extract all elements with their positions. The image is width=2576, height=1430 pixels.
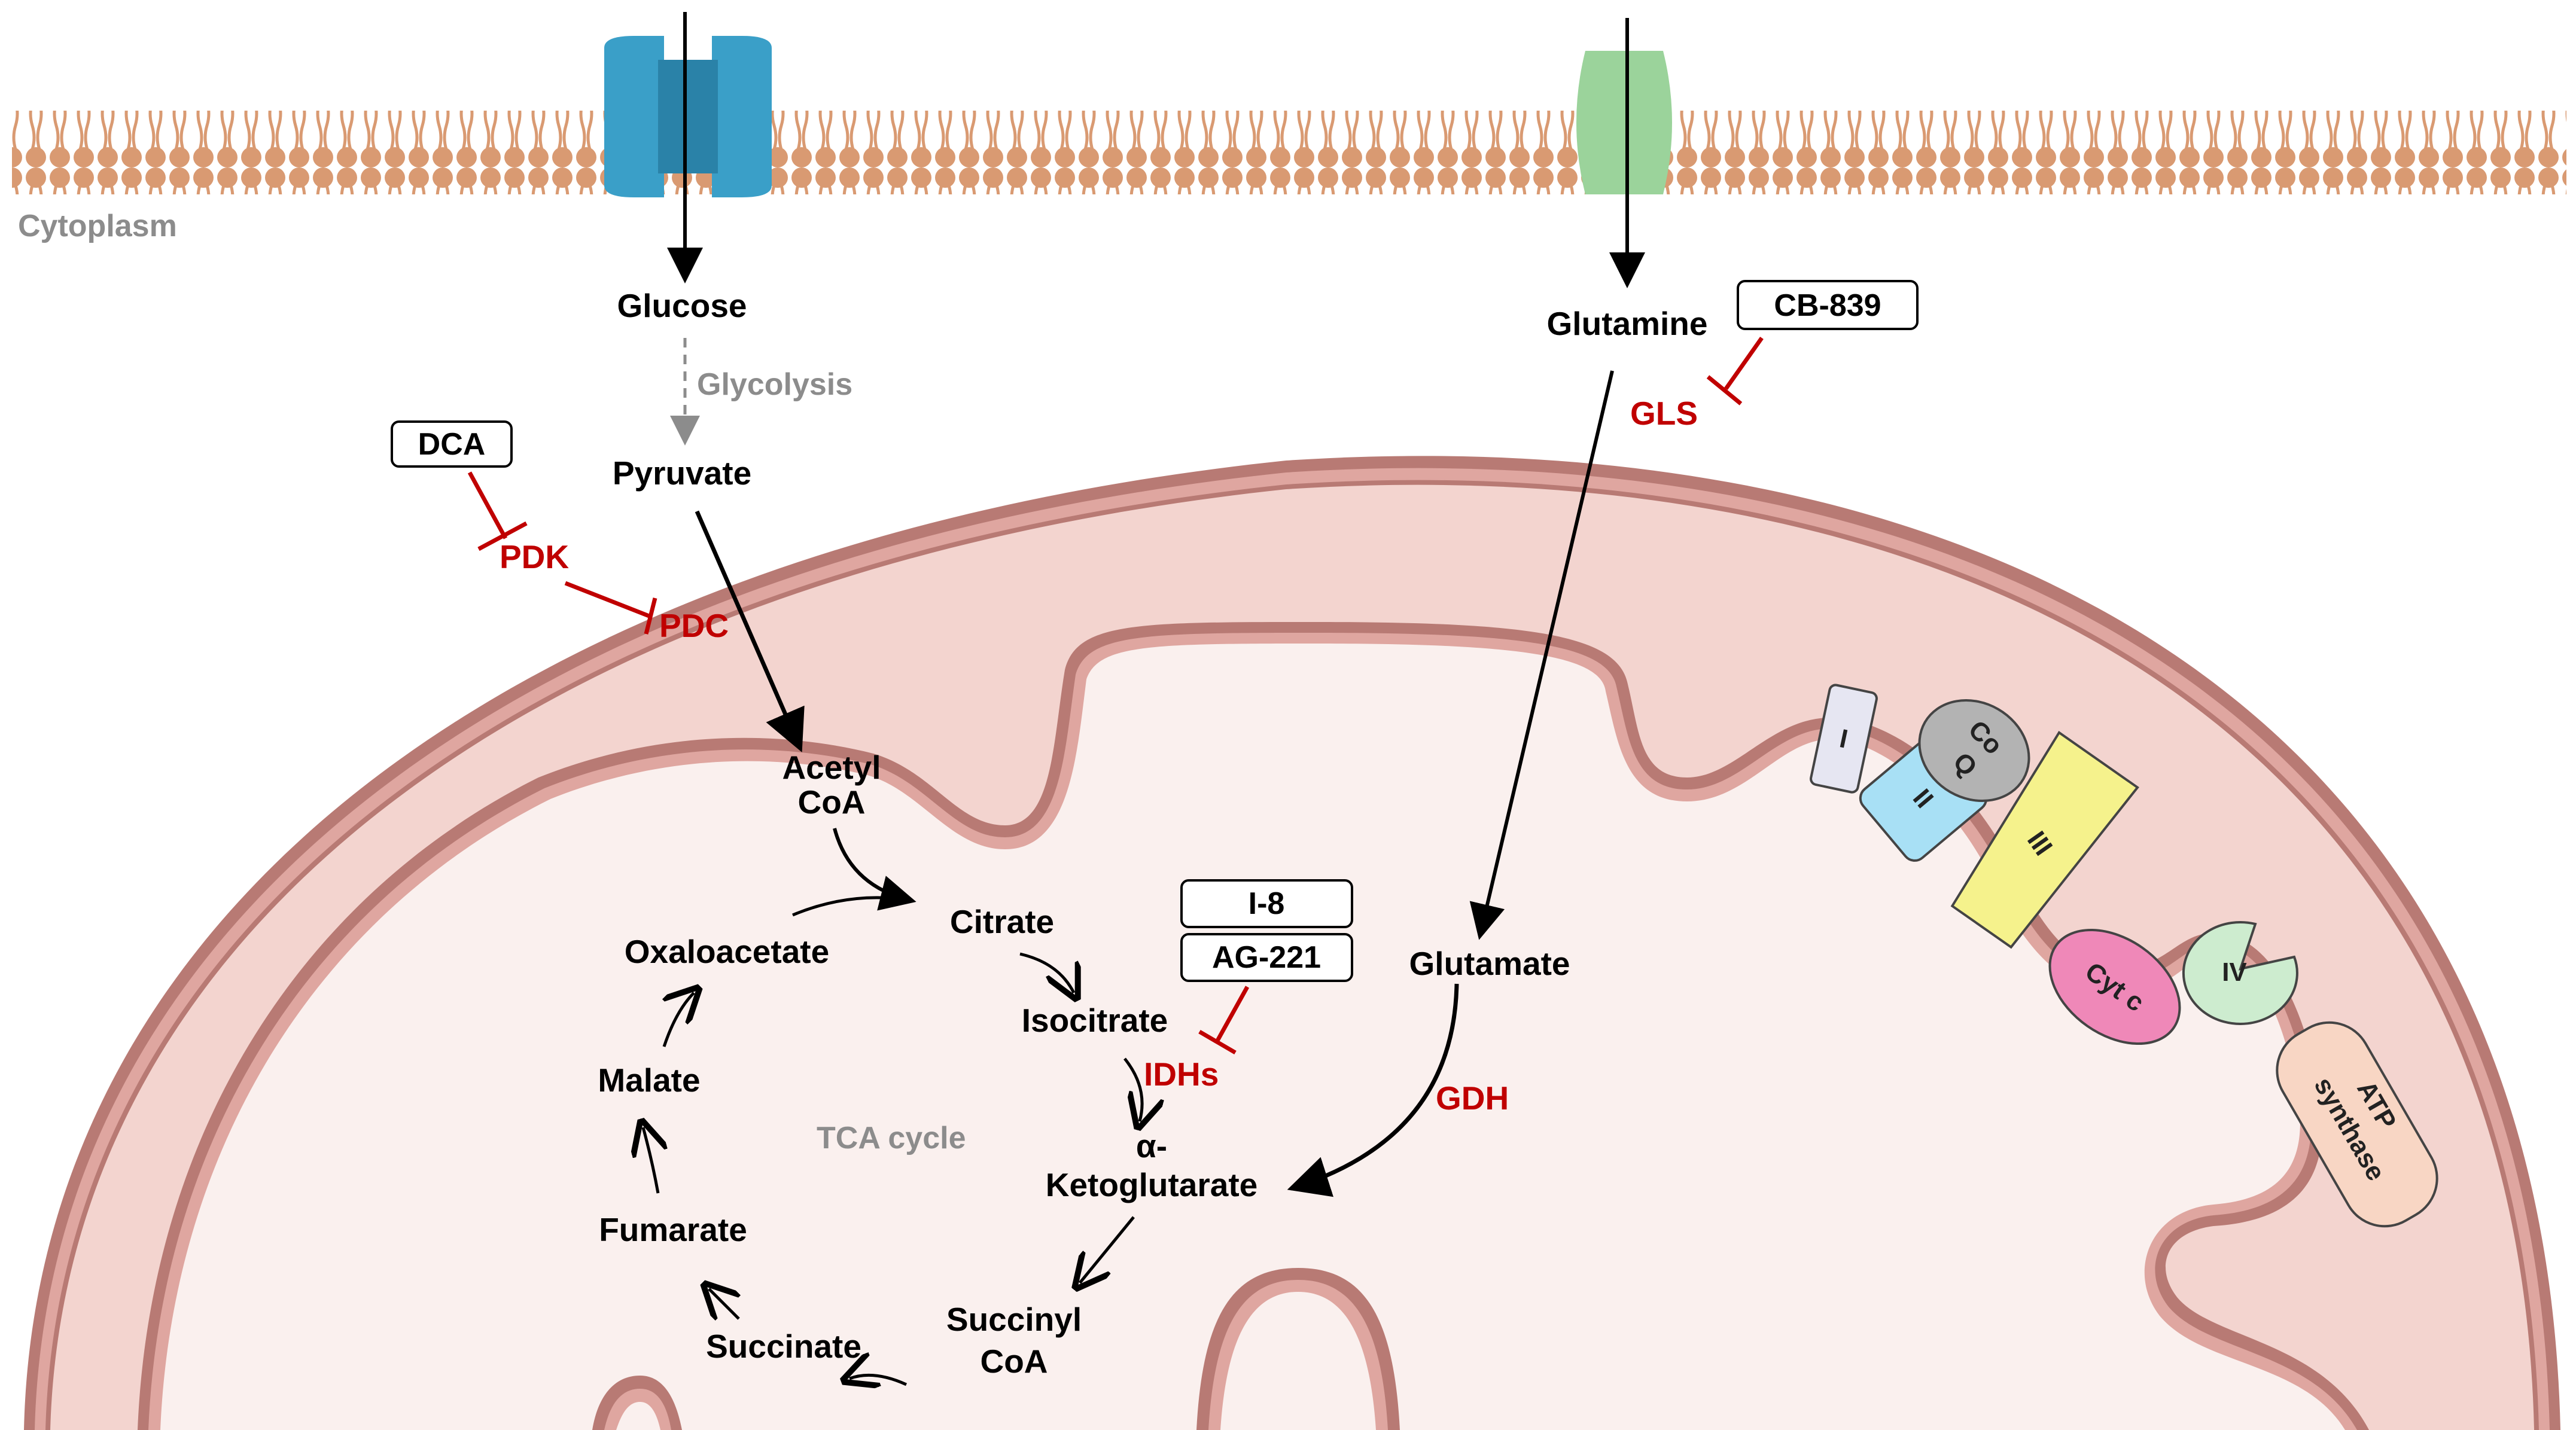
i8-ag221-inhibit-idhs [1215,986,1250,1042]
complex-IV-label: IV [2222,958,2247,987]
succinate-to-fumarate-arrow [709,1289,739,1319]
akg-label-2: Ketoglutarate [1046,1166,1258,1203]
gdh-label: GDH [1436,1080,1509,1117]
pyruvate-label: Pyruvate [613,455,751,492]
glutamate-to-akg-arrow [1287,983,1459,1197]
citrate-to-isocitrate-arrow [1019,952,1074,993]
malate-to-oaa-arrow [664,993,694,1047]
ag221-box [1180,933,1353,982]
pdk-label: PDK [500,538,569,575]
succinate-label: Succinate [706,1328,861,1365]
pyruvate-to-acetylcoa-arrow [695,510,805,752]
acetyl-coa-label-1: Acetyl [782,749,881,786]
mitochondrial-matrix [160,644,2345,1430]
dca-inhibits-pdk [467,471,508,539]
oaa-to-citrate-arrow [792,896,910,917]
succinylcoa-to-succinate-arrow [849,1375,908,1385]
tca-cycle-label: TCA cycle [817,1121,966,1155]
malate-label: Malate [598,1062,700,1099]
glucose-transporter [604,36,772,197]
i8-label: I-8 [1249,886,1285,921]
oxaloacetate-label: Oxaloacetate [625,933,829,970]
cytochrome-c [2048,928,2181,1045]
complex-III [1950,731,2139,949]
cb839-box [1737,280,1919,330]
glucose-label: Glucose [617,287,747,324]
cytoplasm-label: Cytoplasm [18,209,177,243]
pdc-label: PDC [659,607,729,644]
akg-label-1: α- [1136,1127,1167,1164]
pdk-inhibits-pdc [564,581,650,618]
fumarate-to-malate-arrow [643,1127,658,1194]
atp-synthase [2276,1021,2438,1228]
cb839-inhibits-gls [1724,336,1764,391]
acetylcoa-to-citrate-arrow [833,828,916,911]
glutamine-transporter [1576,51,1672,194]
glycolysis-label: Glycolysis [697,367,852,402]
complex-IV [2182,920,2298,1025]
glutamine-to-glutamate-arrow [1469,370,1614,940]
isocitrate-label: Isocitrate [1022,1002,1168,1039]
isocitrate-to-akg-arrow [1123,1057,1142,1121]
akg-to-succinylcoa-arrow [1080,1216,1135,1283]
succinyl-coa-label-2: CoA [980,1343,1048,1380]
gls-label: GLS [1630,395,1698,432]
dca-label: DCA [418,427,486,462]
glutamine-label: Glutamine [1547,305,1708,342]
i8-box [1180,879,1353,928]
cell-membrane [12,111,2566,194]
idhs-label: IDHs [1144,1056,1219,1093]
acetyl-coa-label-2: CoA [797,783,865,821]
coenzyme-q [1918,699,2030,803]
cb839-label: CB-839 [1774,288,1881,323]
glutamate-label: Glutamate [1409,945,1570,982]
citrate-label: Citrate [950,903,1054,940]
dca-box [391,420,513,468]
ag221-label: AG-221 [1212,940,1321,975]
fumarate-label: Fumarate [599,1211,747,1248]
complex-I [1810,684,1878,794]
succinyl-coa-label-1: Succinyl [946,1301,1082,1338]
